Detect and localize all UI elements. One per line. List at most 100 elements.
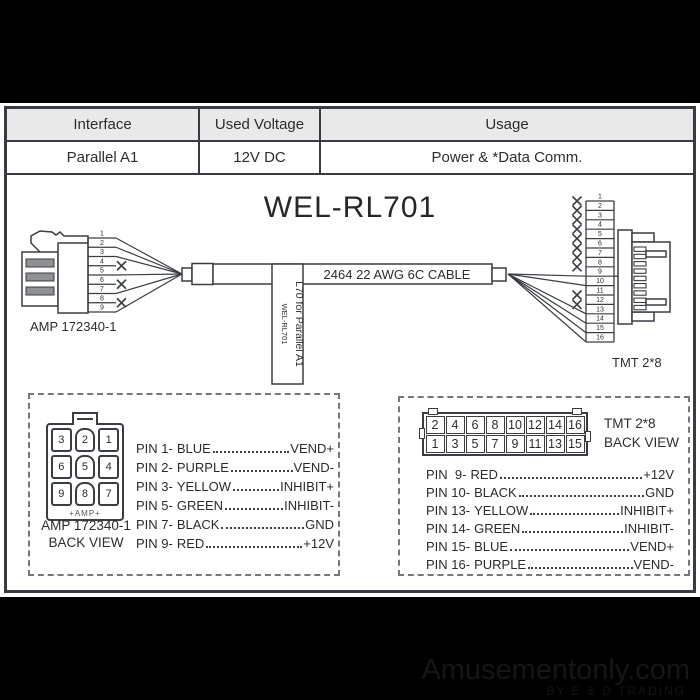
tmt-grid-cell: 12 <box>525 415 545 434</box>
pin-assignment-row: PIN 5-GREEN INHIBIT- <box>136 494 334 513</box>
latch-tab-icon <box>572 408 582 415</box>
pin-signal: VEND- <box>633 557 674 572</box>
leader <box>499 477 643 479</box>
amp-molded-label: +AMP+ <box>69 509 101 518</box>
pin-color: GREEN <box>176 498 224 513</box>
header-usage: Usage <box>485 116 529 133</box>
pin-label: PIN 13- <box>426 503 471 518</box>
value-used-voltage: 12V DC <box>200 142 321 173</box>
pin-signal: INHIBIT+ <box>280 479 334 494</box>
amp-grid-cell: 5 <box>74 455 96 479</box>
pin-assignment-row: PIN 9-RED+12V <box>136 532 334 551</box>
tmt-caption-line2: BACK VIEW <box>604 435 680 450</box>
leader <box>510 549 630 551</box>
pin-label: PIN 16- <box>426 557 471 572</box>
pin-color: BLACK <box>176 517 220 532</box>
amp-grid-cell: 2 <box>74 428 96 452</box>
pin-signal: +12V <box>643 467 674 482</box>
leader <box>230 470 293 472</box>
pin-color: BLUE <box>474 539 509 554</box>
tmt-grid-cell: 13 <box>545 434 565 453</box>
diagram-title: WEL-RL701 <box>263 191 437 224</box>
pin-assignment-row: PIN 15-BLUE VEND+ <box>426 536 674 554</box>
leader <box>522 531 624 533</box>
pin-signal: GND <box>645 485 674 500</box>
header-interface: Interface <box>7 109 200 140</box>
amp-grid-cell: 3 <box>51 428 72 452</box>
spec-table-value-row: Parallel A1 12V DC Power & *Data Comm. <box>7 142 693 175</box>
pin-color: YELLOW <box>176 479 232 494</box>
pin-assignment-row: PIN 3-YELLOW INHIBIT+ <box>136 475 334 494</box>
latch-tab-icon <box>428 408 438 415</box>
leader <box>225 508 284 510</box>
pin-signal: +12V <box>303 536 334 551</box>
pin-color: PURPLE <box>176 460 229 475</box>
pin-label: PIN 2- <box>136 460 173 475</box>
amp-grid-cell: 6 <box>51 455 72 479</box>
side-nub-icon <box>585 431 591 442</box>
connector-latch <box>72 412 98 425</box>
amp-grid-cell: 7 <box>98 482 119 506</box>
pin-assignment-row: PIN 16-PURPLE VEND- <box>426 554 674 572</box>
tmt-grid-cell: 9 <box>505 434 525 453</box>
tmt-grid-cell: 3 <box>445 434 465 453</box>
leader <box>528 567 633 569</box>
leader <box>518 495 645 497</box>
tmt-grid-cell: 8 <box>485 415 505 434</box>
pin-assignment-row: PIN 14-GREEN INHIBIT- <box>426 518 674 536</box>
tmt-grid-cell: 16 <box>565 415 585 434</box>
tmt-grid-cell: 2 <box>425 415 445 434</box>
tmt-grid-cell: 7 <box>485 434 505 453</box>
pin-label: PIN 15- <box>426 539 471 554</box>
spec-table-header-row: Interface Used Voltage Usage <box>7 109 693 142</box>
amp-grid-cell: 9 <box>51 482 72 506</box>
pin-label: PIN 1- <box>136 441 173 456</box>
pin-label: PIN 14- <box>426 521 471 536</box>
tmt-grid-cell: 1 <box>425 434 445 453</box>
pin-label: PIN 3- <box>136 479 173 494</box>
pin-label: PIN 7- <box>136 517 173 532</box>
pin-color: GREEN <box>474 521 521 536</box>
tmt-grid-cell: 14 <box>545 415 565 434</box>
pin-label: PIN 10- <box>426 485 471 500</box>
value-interface: Parallel A1 <box>7 142 200 173</box>
amp-grid-cell: 1 <box>98 428 119 452</box>
tmt-caption: TMT 2*8 BACK VIEW <box>604 414 679 452</box>
pin-color: BLACK <box>474 485 517 500</box>
side-nub-icon <box>419 428 425 439</box>
pin-color: YELLOW <box>474 503 529 518</box>
pin-label: PIN 9- <box>426 467 467 482</box>
watermark-subtext: BY E & D TRADING <box>546 684 686 698</box>
leader <box>530 513 620 515</box>
pin-label: PIN 5- <box>136 498 173 513</box>
tmt-grid-cell: 4 <box>445 415 465 434</box>
pin-assignment-row: PIN 2-PURPLE VEND- <box>136 456 334 475</box>
tmt-grid-cell: 15 <box>565 434 585 453</box>
pin-signal: VEND+ <box>630 539 674 554</box>
pin-signal: INHIBIT- <box>284 498 334 513</box>
pin-color: PURPLE <box>474 557 527 572</box>
header-used-voltage: Used Voltage <box>200 109 321 140</box>
pin-color: RED <box>470 467 498 482</box>
pin-color: RED <box>176 536 205 551</box>
tmt-grid-cell: 10 <box>505 415 525 434</box>
amp-caption: AMP 172340-1 BACK VIEW <box>30 517 142 551</box>
watermark-text: Amusementonly.com <box>421 654 690 686</box>
tmt-grid-cell: 5 <box>465 434 485 453</box>
leader <box>212 451 290 453</box>
pin-signal: VEND+ <box>290 441 334 456</box>
amp-caption-line1: AMP 172340-1 <box>41 518 131 533</box>
pin-signal: INHIBIT- <box>624 521 674 536</box>
pin-assignment-row: PIN 10-BLACK GND <box>426 482 674 500</box>
pin-signal: VEND- <box>293 460 334 475</box>
